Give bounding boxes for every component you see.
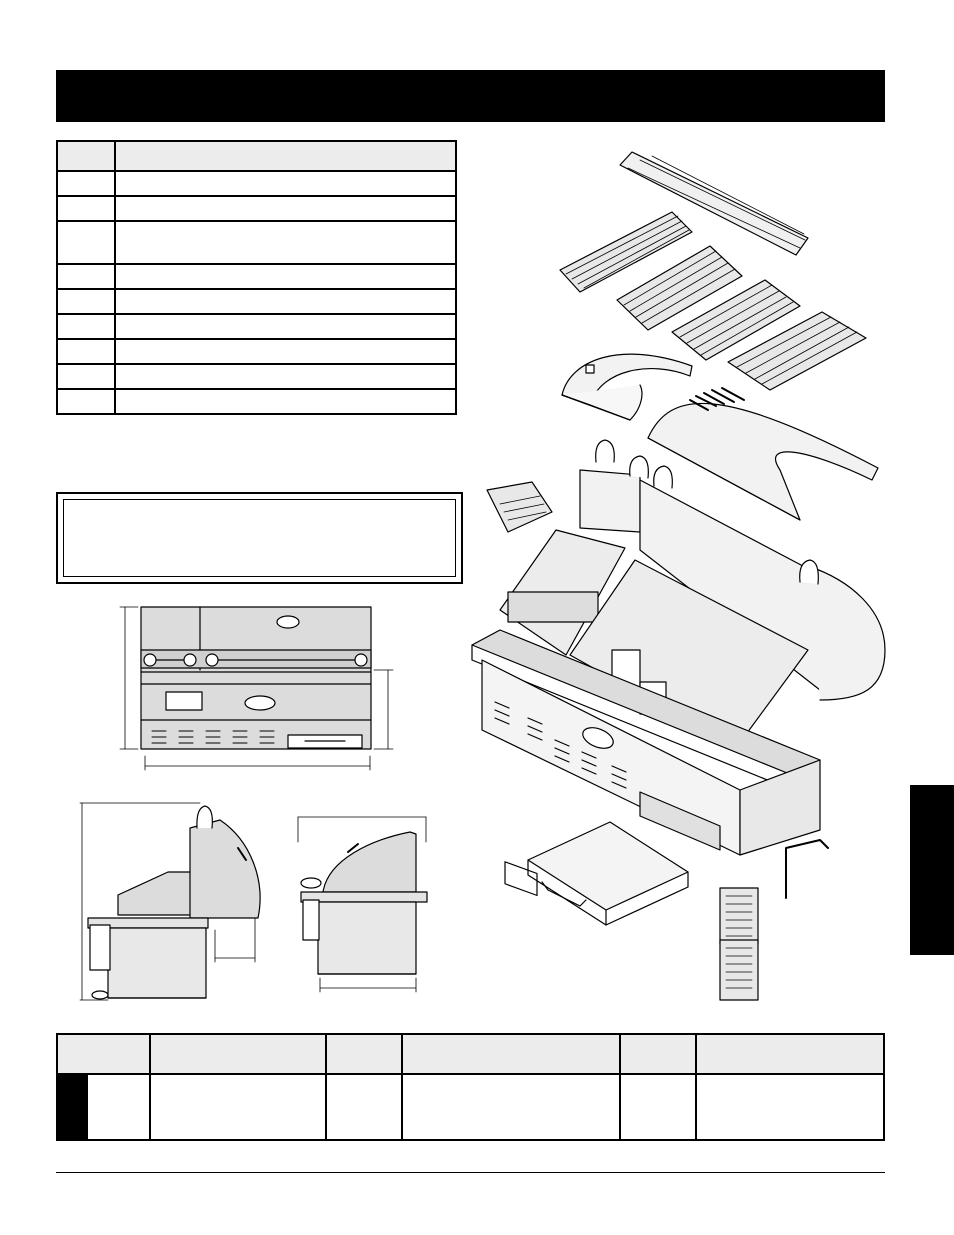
front-view-drawing (119, 606, 394, 771)
table-cell (114, 195, 457, 222)
table-row (56, 263, 457, 290)
cooking-grate (559, 211, 693, 293)
table-cell (149, 1073, 327, 1141)
table-cell (56, 263, 116, 290)
grease-drawer (527, 821, 689, 926)
table-cell (114, 170, 457, 197)
grill-drawings (79, 151, 886, 1001)
table-cell (56, 170, 116, 197)
spec-table-header-cell (149, 1033, 327, 1075)
table-row (56, 170, 457, 197)
table-row (56, 363, 457, 390)
table-cell (56, 363, 116, 390)
vent-panel (719, 887, 759, 945)
table-cell (114, 388, 457, 415)
spec-table-header-cell (56, 1033, 151, 1075)
table-cell-text (88, 1075, 149, 1139)
swatch-black (58, 1075, 88, 1139)
table-cell (114, 313, 457, 340)
table-cell (114, 263, 457, 290)
table-cell (56, 288, 116, 315)
table-row (56, 288, 457, 315)
table-cell (56, 195, 116, 222)
table-cell (401, 1073, 621, 1141)
exploded-view-drawing (471, 151, 886, 1001)
footer-rule (56, 1172, 885, 1173)
warming-rack (619, 151, 809, 256)
cooking-grate (616, 245, 743, 331)
side-view-closed-drawing (297, 816, 428, 993)
table-cell (695, 1073, 885, 1141)
table-cell (56, 220, 116, 265)
small-lid (561, 353, 693, 421)
cooking-grate (727, 311, 867, 391)
large-lid (647, 387, 879, 521)
parts-table (56, 140, 457, 415)
spec-table-header-cell (401, 1033, 621, 1075)
table-cell (56, 338, 116, 365)
cooking-grate (671, 279, 801, 361)
table-cell (114, 288, 457, 315)
grill-body (471, 439, 886, 897)
table-cell (619, 1073, 697, 1141)
section-side-tab (910, 785, 954, 955)
table-row (56, 313, 457, 340)
table-cell (56, 1073, 151, 1141)
note-text (63, 499, 456, 577)
spec-table-header-row (56, 1033, 885, 1075)
spec-table-header-cell (325, 1033, 403, 1075)
table-row (56, 338, 457, 365)
spec-table-header-cell (695, 1033, 885, 1075)
igniter-rod (785, 839, 829, 899)
parts-table-header-cell (114, 140, 457, 172)
table-cell (114, 220, 457, 265)
table-row (56, 195, 457, 222)
table-cell (56, 388, 116, 415)
side-tray (486, 481, 553, 533)
parts-table-header-cell (56, 140, 116, 172)
table-cell (325, 1073, 403, 1141)
spec-table-header-cell (619, 1033, 697, 1075)
table-row (56, 220, 457, 265)
parts-table-header-row (56, 140, 457, 172)
vent-panel (719, 939, 759, 1001)
table-row (56, 1073, 885, 1141)
side-view-open-drawing (79, 802, 261, 1001)
table-cell (56, 313, 116, 340)
note-box (56, 492, 463, 584)
spec-table (56, 1033, 885, 1141)
table-row (56, 388, 457, 415)
section-title-bar (56, 70, 885, 122)
table-cell (114, 338, 457, 365)
table-cell (114, 363, 457, 390)
